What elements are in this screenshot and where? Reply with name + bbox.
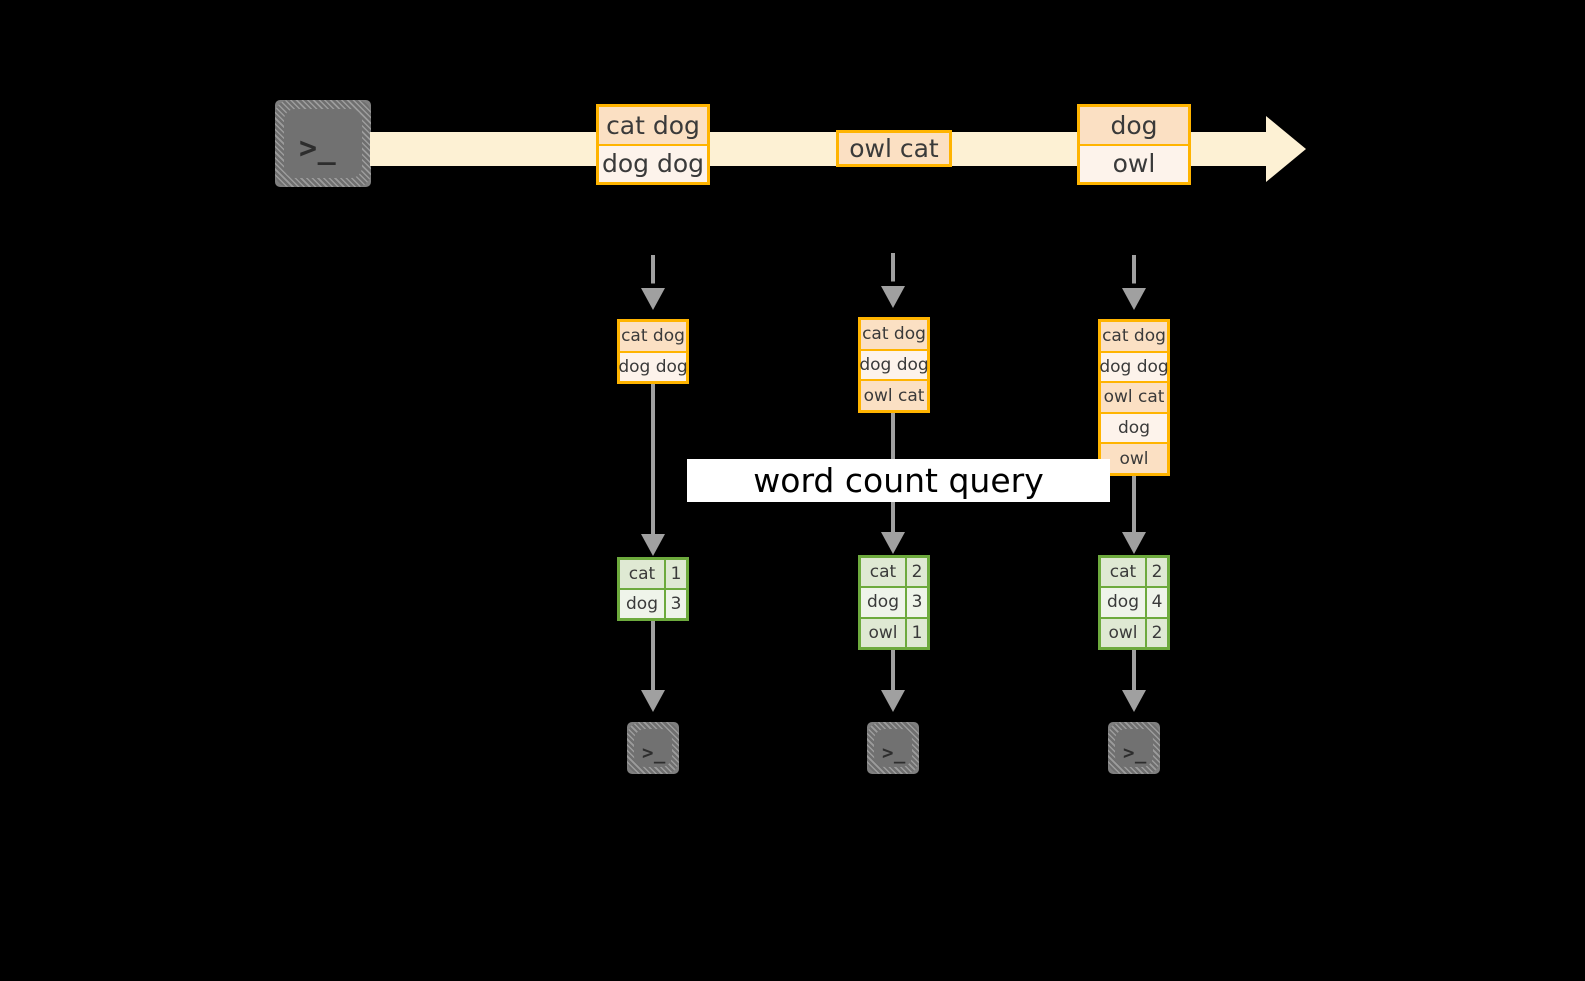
table-row: cat 2 [1101,558,1167,589]
count-cell: 3 [666,590,686,618]
table-row: owl 1 [861,618,927,647]
terminal-screen [1115,729,1153,767]
terminal-prompt-glyph: >_ [882,742,906,764]
consumer-terminal-icon: >_ [858,713,928,783]
stream-tap-arrow-line [651,255,655,301]
query-label-text: word count query [753,461,1044,500]
result-arrow-line [1132,650,1136,694]
input-line: dog dog [859,350,929,382]
word-cell: owl [1101,618,1147,647]
result-arrow-head [881,690,905,712]
input-line: cat dog [1101,322,1167,353]
producer-terminal-icon: >_ [266,91,380,196]
terminal-screen [284,109,362,178]
input-line: owl cat [1101,383,1167,414]
word-count-result-table: cat 2 dog 4 owl 2 [1098,555,1170,650]
input-line: dog dog [1099,352,1169,384]
stream-tap-arrow-head [881,286,905,308]
table-row: cat 2 [861,558,927,589]
table-row: owl 2 [1101,618,1167,647]
terminal-prompt-glyph: >_ [642,742,666,764]
stream-event-box: owl cat [836,130,952,167]
count-cell: 1 [907,618,927,647]
result-arrow-head [1122,690,1146,712]
count-cell: 2 [907,558,927,587]
snapshot-input-box: cat dog dog dog owl cat [858,317,930,413]
word-cell: owl [861,618,907,647]
query-arrow-line [1132,476,1136,536]
snapshot-input-box: cat dog dog dog owl cat dog owl [1098,319,1170,476]
consumer-terminal-icon: >_ [618,713,688,783]
count-cell: 1 [666,560,686,588]
terminal-screen [634,729,672,767]
word-cell: cat [620,560,666,588]
table-row: cat 1 [620,560,686,590]
table-row: dog 3 [861,588,927,619]
result-arrow-line [651,621,655,693]
table-row: dog 3 [620,590,686,618]
stream-tap-arrow-head [1122,288,1146,310]
count-cell: 2 [1147,558,1167,587]
stream-event-box: dog owl [1077,104,1191,185]
input-line: dog dog [618,352,688,381]
terminal-screen [874,729,912,767]
result-arrow-line [891,650,895,694]
stream-tap-arrow-head [641,288,665,310]
stream-tap-arrow-line [891,253,895,299]
word-cell: dog [620,590,666,618]
word-cell: dog [861,588,907,617]
event-line: owl cat [839,133,949,164]
input-line: dog [1101,413,1167,445]
event-line: dog dog [599,145,707,182]
word-cell: cat [861,558,907,587]
consumer-terminal-icon: >_ [1099,713,1169,783]
word-cell: cat [1101,558,1147,587]
terminal-prompt-glyph: >_ [1123,742,1147,764]
event-line: dog [1080,107,1188,146]
query-label-banner: word count query [687,459,1110,502]
input-line: cat dog [861,320,927,351]
input-line: owl cat [861,381,927,411]
input-line: owl [1101,444,1167,473]
word-count-result-table: cat 1 dog 3 [617,557,689,621]
input-line: cat dog [620,322,686,353]
result-arrow-head [641,690,665,712]
terminal-prompt-glyph: >_ [299,131,337,166]
count-cell: 2 [1147,618,1167,647]
event-line: owl [1080,145,1188,182]
query-arrow-line [651,384,655,536]
query-arrow-head [1122,532,1146,554]
word-cell: dog [1101,588,1147,617]
event-line: cat dog [599,107,707,146]
query-arrow-head [641,534,665,556]
count-cell: 4 [1147,588,1167,617]
stream-event-box: cat dog dog dog [596,104,710,185]
stream-arrow-head [1266,116,1306,182]
stream-tap-arrow-line [1132,255,1136,301]
table-row: dog 4 [1101,588,1167,619]
snapshot-input-box: cat dog dog dog [617,319,689,384]
query-arrow-head [881,532,905,554]
count-cell: 3 [907,588,927,617]
word-count-result-table: cat 2 dog 3 owl 1 [858,555,930,650]
